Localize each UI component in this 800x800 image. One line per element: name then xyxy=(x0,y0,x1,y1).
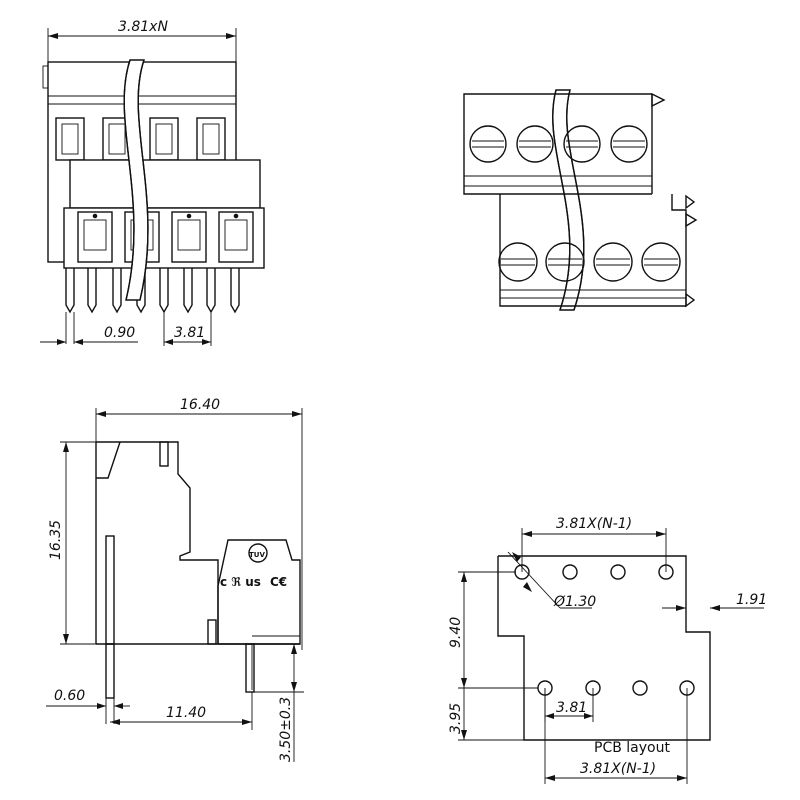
front-width-label: 3.81xN xyxy=(118,19,168,35)
pcb-layout-title: PCB layout xyxy=(594,740,670,756)
pin-width-label: 0.90 xyxy=(104,325,135,341)
row-spacing-label: 9.40 xyxy=(448,617,464,648)
bottom-pitch-total-label: 3.81X(N-1) xyxy=(580,761,656,777)
pcb-pitch-label: 3.81 xyxy=(556,700,587,716)
pin-thickness-label: 0.60 xyxy=(54,688,85,704)
side-width-label: 16.40 xyxy=(180,397,220,413)
hole-diameter-label: Ø1.30 xyxy=(553,594,596,610)
pcb-layout: 3.81X(N-1) Ø1.30 1.91 9.40 3.95 xyxy=(448,516,767,784)
edge-distance-label: 3.95 xyxy=(448,703,464,734)
lower-screw-heads xyxy=(498,242,681,282)
top-pitch-total-label: 3.81X(N-1) xyxy=(556,516,632,532)
top-view xyxy=(463,89,698,311)
ul-mark: c ℜ us xyxy=(220,575,261,589)
bottom-row-holes xyxy=(537,680,695,696)
upper-screw-heads xyxy=(469,125,648,163)
pin-spacing-label: 11.40 xyxy=(166,705,206,721)
ce-mark: C€ xyxy=(270,575,287,589)
pin-length-label: 3.50±0.3 xyxy=(278,697,294,762)
front-view: 3.81xN xyxy=(40,19,265,346)
side-view: 16.40 16.35 TUV c ℜ us C€ xyxy=(46,397,304,762)
offset-label: 1.91 xyxy=(736,592,767,608)
tuv-mark-icon xyxy=(248,543,268,563)
side-height-label: 16.35 xyxy=(48,520,64,560)
certification-marks: TUV c ℜ us C€ xyxy=(220,543,287,589)
front-pitch-label: 3.81 xyxy=(174,325,205,341)
front-pins xyxy=(65,268,240,314)
tuv-mark: TUV xyxy=(249,551,265,559)
top-row-holes xyxy=(514,564,674,580)
